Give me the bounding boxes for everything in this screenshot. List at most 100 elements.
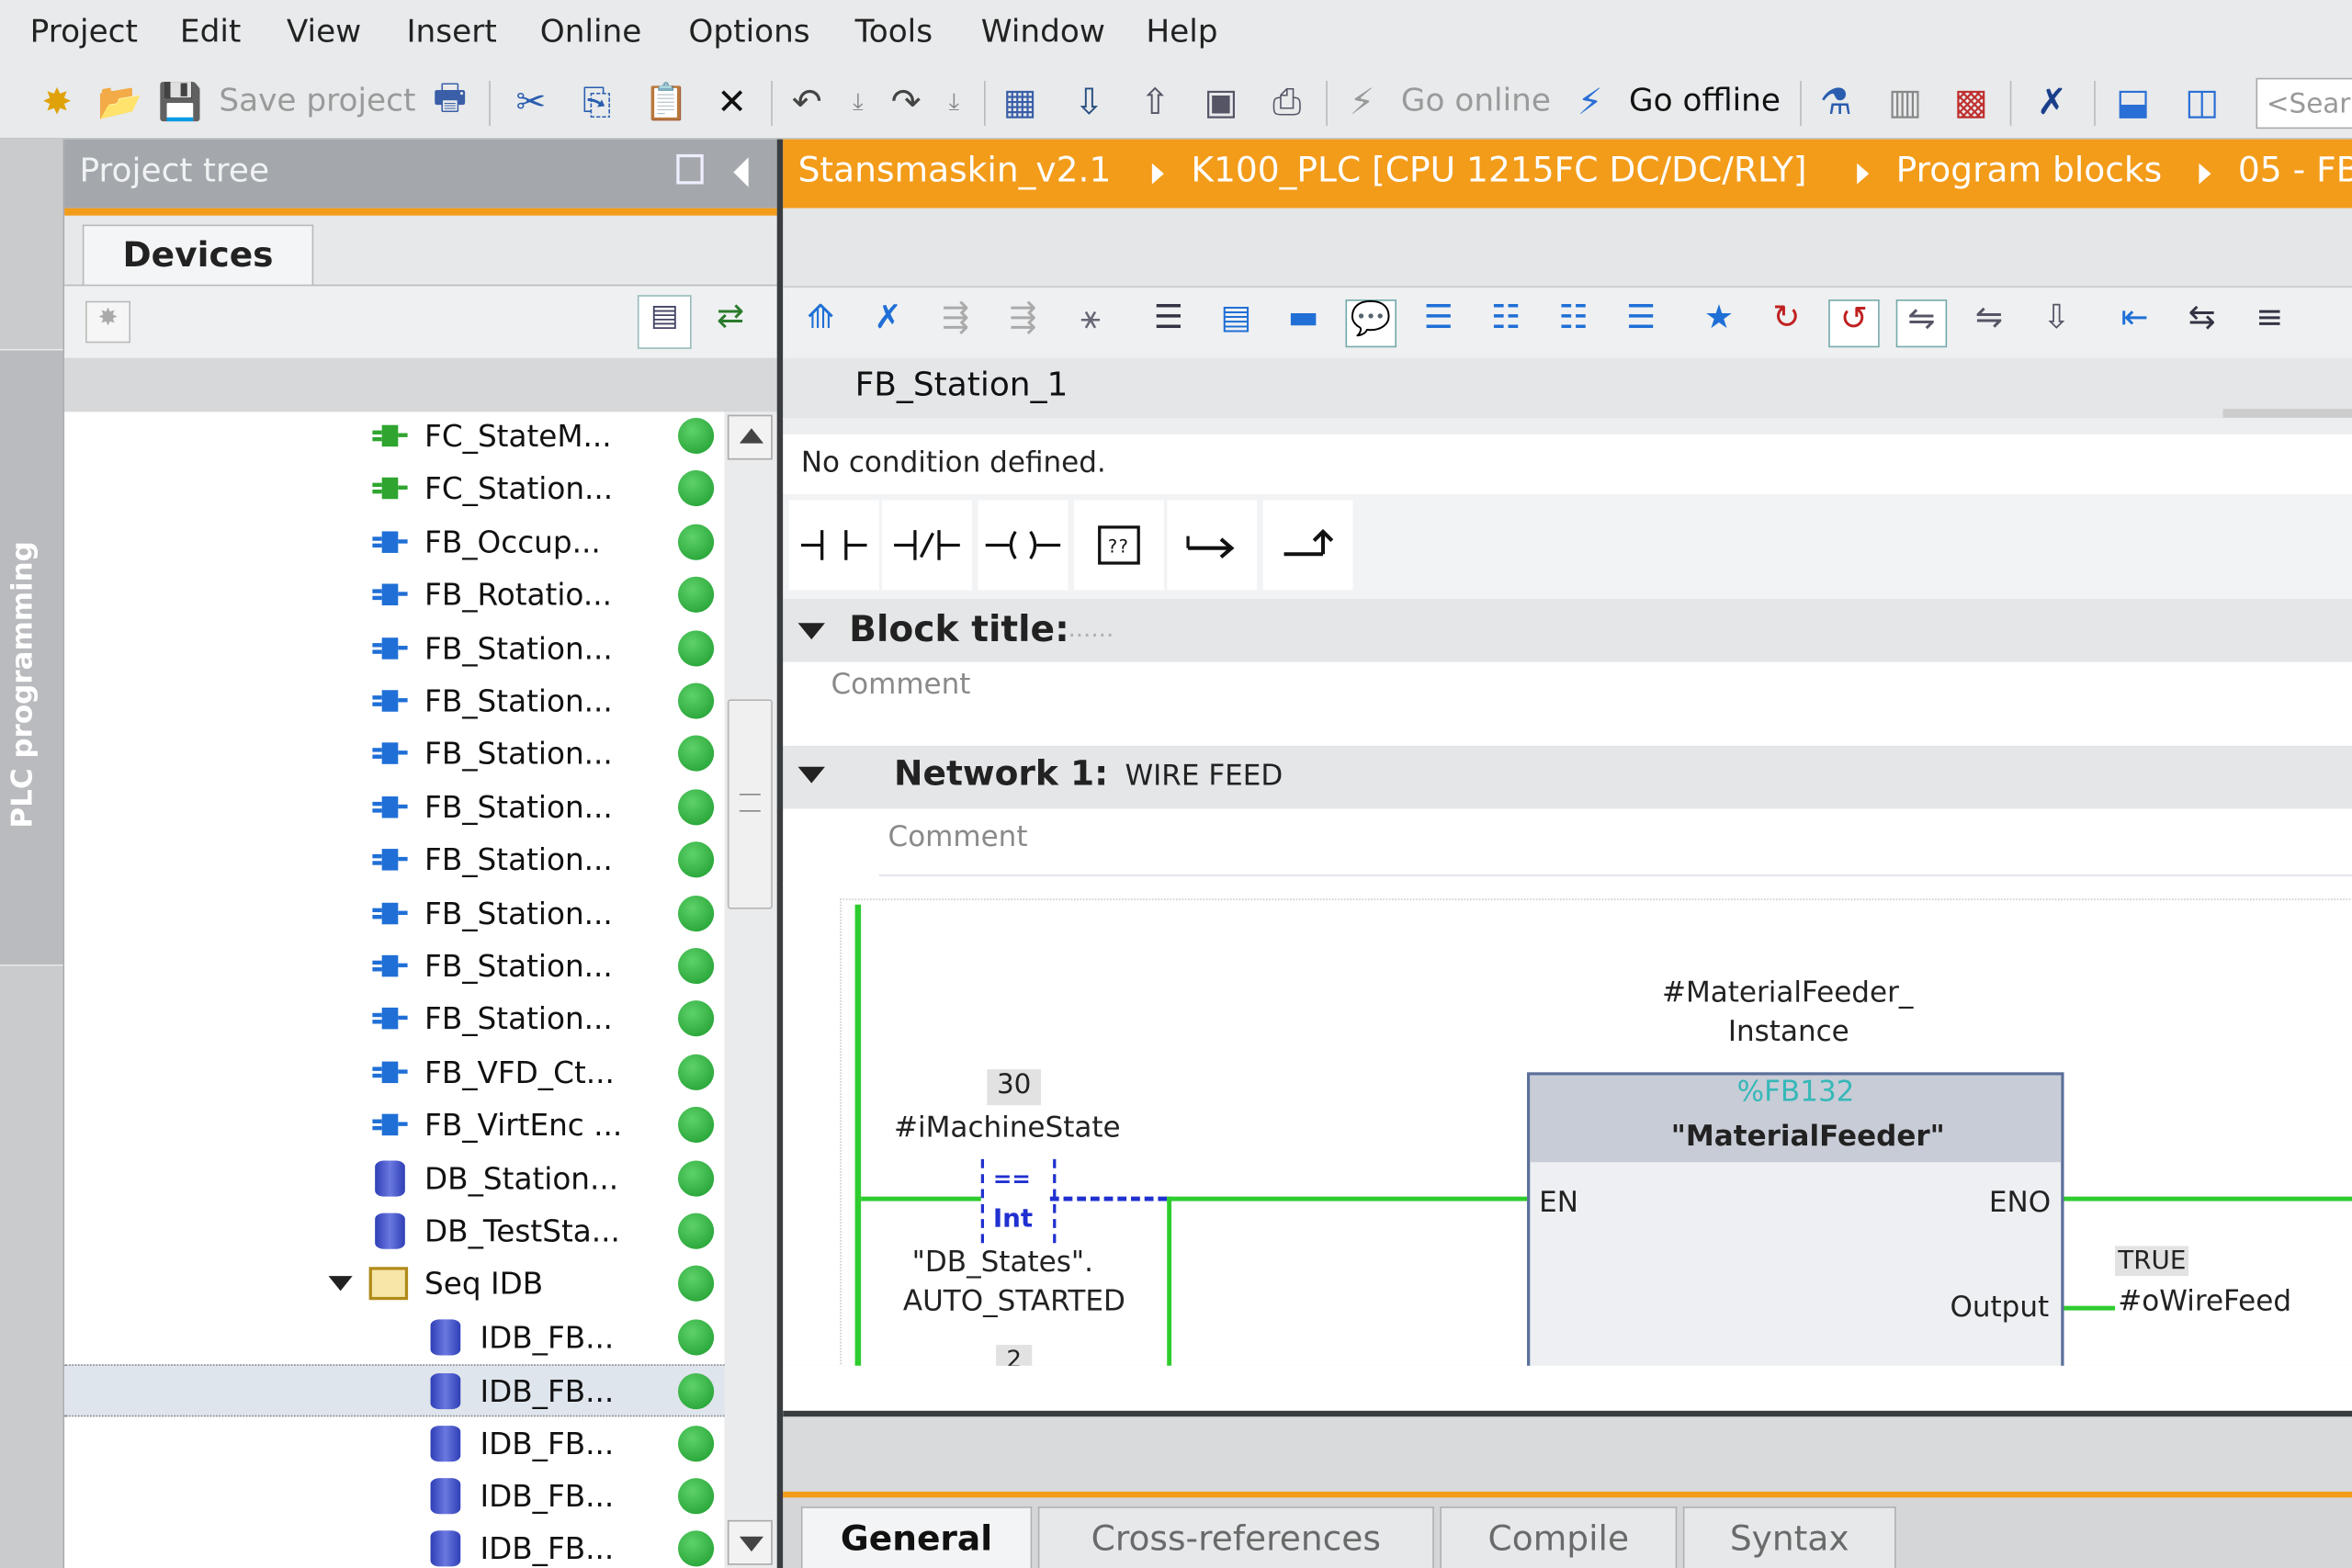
save-icon[interactable]: 💾 [157,81,203,123]
network-comment-field[interactable]: Comment [888,820,1028,854]
go-offline-button[interactable]: Go offline [1629,82,1781,118]
delete-icon[interactable]: ✕ [717,81,748,123]
properties-icon[interactable]: ⇄ [717,298,745,336]
tree-item[interactable]: IDB_FB... [64,1312,724,1364]
contact-no-button[interactable] [788,500,879,591]
breadcrumb-project[interactable]: Stansmaskin_v2.1 [797,151,1112,191]
open-branch-button[interactable] [1167,500,1258,591]
menu-project[interactable]: Project [29,13,138,50]
copy-icon[interactable]: ⎘ [582,81,612,123]
tree-item[interactable]: DB_Station... [64,1153,724,1205]
block-title-input[interactable]: ...... [1068,614,1114,643]
compare-right-line2[interactable]: AUTO_STARTED [902,1284,1125,1318]
scroll-up-button[interactable] [727,414,773,460]
open-project-icon[interactable]: 📂 [97,81,142,123]
close-all-networks-icon[interactable]: ▬ [1287,299,1319,337]
insert-row-icon[interactable]: ⇶ [941,299,970,337]
fb-instance-line1[interactable]: #MaterialFeeder_ [1661,976,1914,1010]
tree-item[interactable]: FB_Station... [64,675,724,728]
redo-icon[interactable]: ↷ [890,81,922,123]
overview-icon[interactable]: ▤ [637,295,692,349]
save-project-button[interactable]: Save project [219,82,416,118]
contact-nc-button[interactable] [881,500,972,591]
scroll-thumb[interactable] [727,699,773,909]
tab-compile[interactable]: Compile [1440,1506,1678,1568]
sequence-icon[interactable]: ★ [1703,299,1735,337]
compare-right-line1[interactable]: "DB_States". [911,1246,1093,1280]
tab-devices[interactable]: Devices [82,224,314,287]
absolute-symbolic-icon[interactable]: ⚹ [1080,299,1101,337]
breadcrumb-folder[interactable]: 05 - FB [2237,151,2352,191]
tree-item[interactable]: FC_StateM... [64,412,724,462]
undo-dropdown-icon[interactable]: ⤓ [853,86,864,116]
device-icon[interactable]: ▣ [1204,81,1238,123]
menu-edit[interactable]: Edit [179,13,242,50]
empty-box-button[interactable]: ?? [1073,500,1164,591]
collapse-triangle-icon[interactable] [797,766,825,784]
tab-cross-references[interactable]: Cross-references [1037,1506,1434,1568]
tree-item[interactable]: FB_VFD_Ct... [64,1046,724,1099]
go-to-error-icon[interactable]: ⇋ [1895,299,1948,348]
download-icon[interactable]: ⇩ [1073,81,1104,123]
breadcrumb-plc[interactable]: K100_PLC [CPU 1215FC DC/DC/RLY] [1191,151,1807,191]
tree-item[interactable]: FB_Station... [64,941,724,993]
info-icon[interactable]: ↻ [1772,299,1801,337]
cross-tools-icon[interactable]: ✗ [2037,81,2067,123]
insert-network-icon[interactable]: ⟰ [807,299,835,337]
output-variable[interactable]: #oWireFeed [2118,1284,2292,1318]
panel-splitter[interactable] [776,139,784,1568]
compare-operand[interactable]: #iMachineState [894,1111,1121,1145]
network-comments-icon[interactable]: 💬 [1345,299,1396,348]
tree-item[interactable]: DB_TestSta... [64,1205,724,1258]
tree-item[interactable]: FB_Station... [64,623,724,675]
compile-icon[interactable]: ▦ [1002,81,1037,123]
tree-item[interactable]: FB_VirtEnc ... [64,1100,724,1152]
monitor-on-icon[interactable]: ⇆ [2188,299,2216,337]
tree-item[interactable]: FB_Rotatio... [64,570,724,622]
menu-view[interactable]: View [286,13,362,50]
add-new-device-icon[interactable]: ✸ [85,300,131,344]
tree-scrollbar[interactable] [724,412,777,1568]
go-offline-icon[interactable]: ⚡ [1577,81,1603,123]
cut-icon[interactable]: ✂ [515,81,547,123]
go-online-icon[interactable]: ⚡ [1349,81,1375,123]
breakpoint-icon[interactable]: ☷ [1491,299,1521,337]
favorites-icon[interactable]: ☰ [1423,299,1453,337]
start-cpu-icon[interactable]: ▥ [1887,81,1922,123]
open-all-networks-icon[interactable]: ▤ [1220,299,1252,337]
reset-icon[interactable]: ↺ [1828,299,1880,348]
paste-icon[interactable]: 📋 [643,81,689,123]
tree-item[interactable]: FB_Station... [64,728,724,781]
go-online-button[interactable]: Go online [1400,82,1551,118]
previous-error-icon[interactable]: ⇋ [1974,299,2003,337]
menu-help[interactable]: Help [1146,13,1218,50]
menu-tools[interactable]: Tools [854,13,933,50]
tree-item[interactable]: Seq IDB [64,1258,724,1311]
split-vertical-icon[interactable]: ◫ [2185,81,2220,123]
plc-programming-tab[interactable] [0,348,63,966]
tree-item[interactable]: FB_Station... [64,994,724,1046]
network-title[interactable]: WIRE FEED [1125,759,1283,793]
tab-general[interactable]: General [800,1506,1033,1568]
collapse-triangle-icon[interactable] [797,623,825,640]
expand-triangle-icon[interactable] [328,1276,353,1292]
network-comment-box[interactable]: Comment [878,808,2352,876]
menu-options[interactable]: Options [688,13,810,50]
tree-item[interactable]: FC_Station... [64,463,724,515]
next-error-icon[interactable]: ⇩ [2042,299,2071,337]
menu-online[interactable]: Online [539,13,642,50]
options-icon[interactable]: ≡ [2256,299,2284,337]
redo-dropdown-icon[interactable]: ⤓ [948,86,960,116]
print-icon[interactable]: 🖶 [433,75,468,118]
tree-item[interactable]: FB_Occup... [64,516,724,569]
upload-icon[interactable]: ⇧ [1139,81,1170,123]
add-row-icon[interactable]: ⇶ [1009,299,1037,337]
tree-view-icon[interactable]: ☰ [1153,299,1183,337]
compare-type[interactable]: Int [992,1203,1034,1235]
delete-network-icon[interactable]: ✗ [874,299,902,337]
simulation-icon[interactable]: ⎙ [1272,81,1302,123]
tree-item[interactable]: FB_Station... [64,887,724,940]
breadcrumb-program-blocks[interactable]: Program blocks [1895,151,2163,191]
new-project-icon[interactable]: ✸ [41,81,73,123]
update-icon[interactable]: ⇤ [2120,299,2149,337]
